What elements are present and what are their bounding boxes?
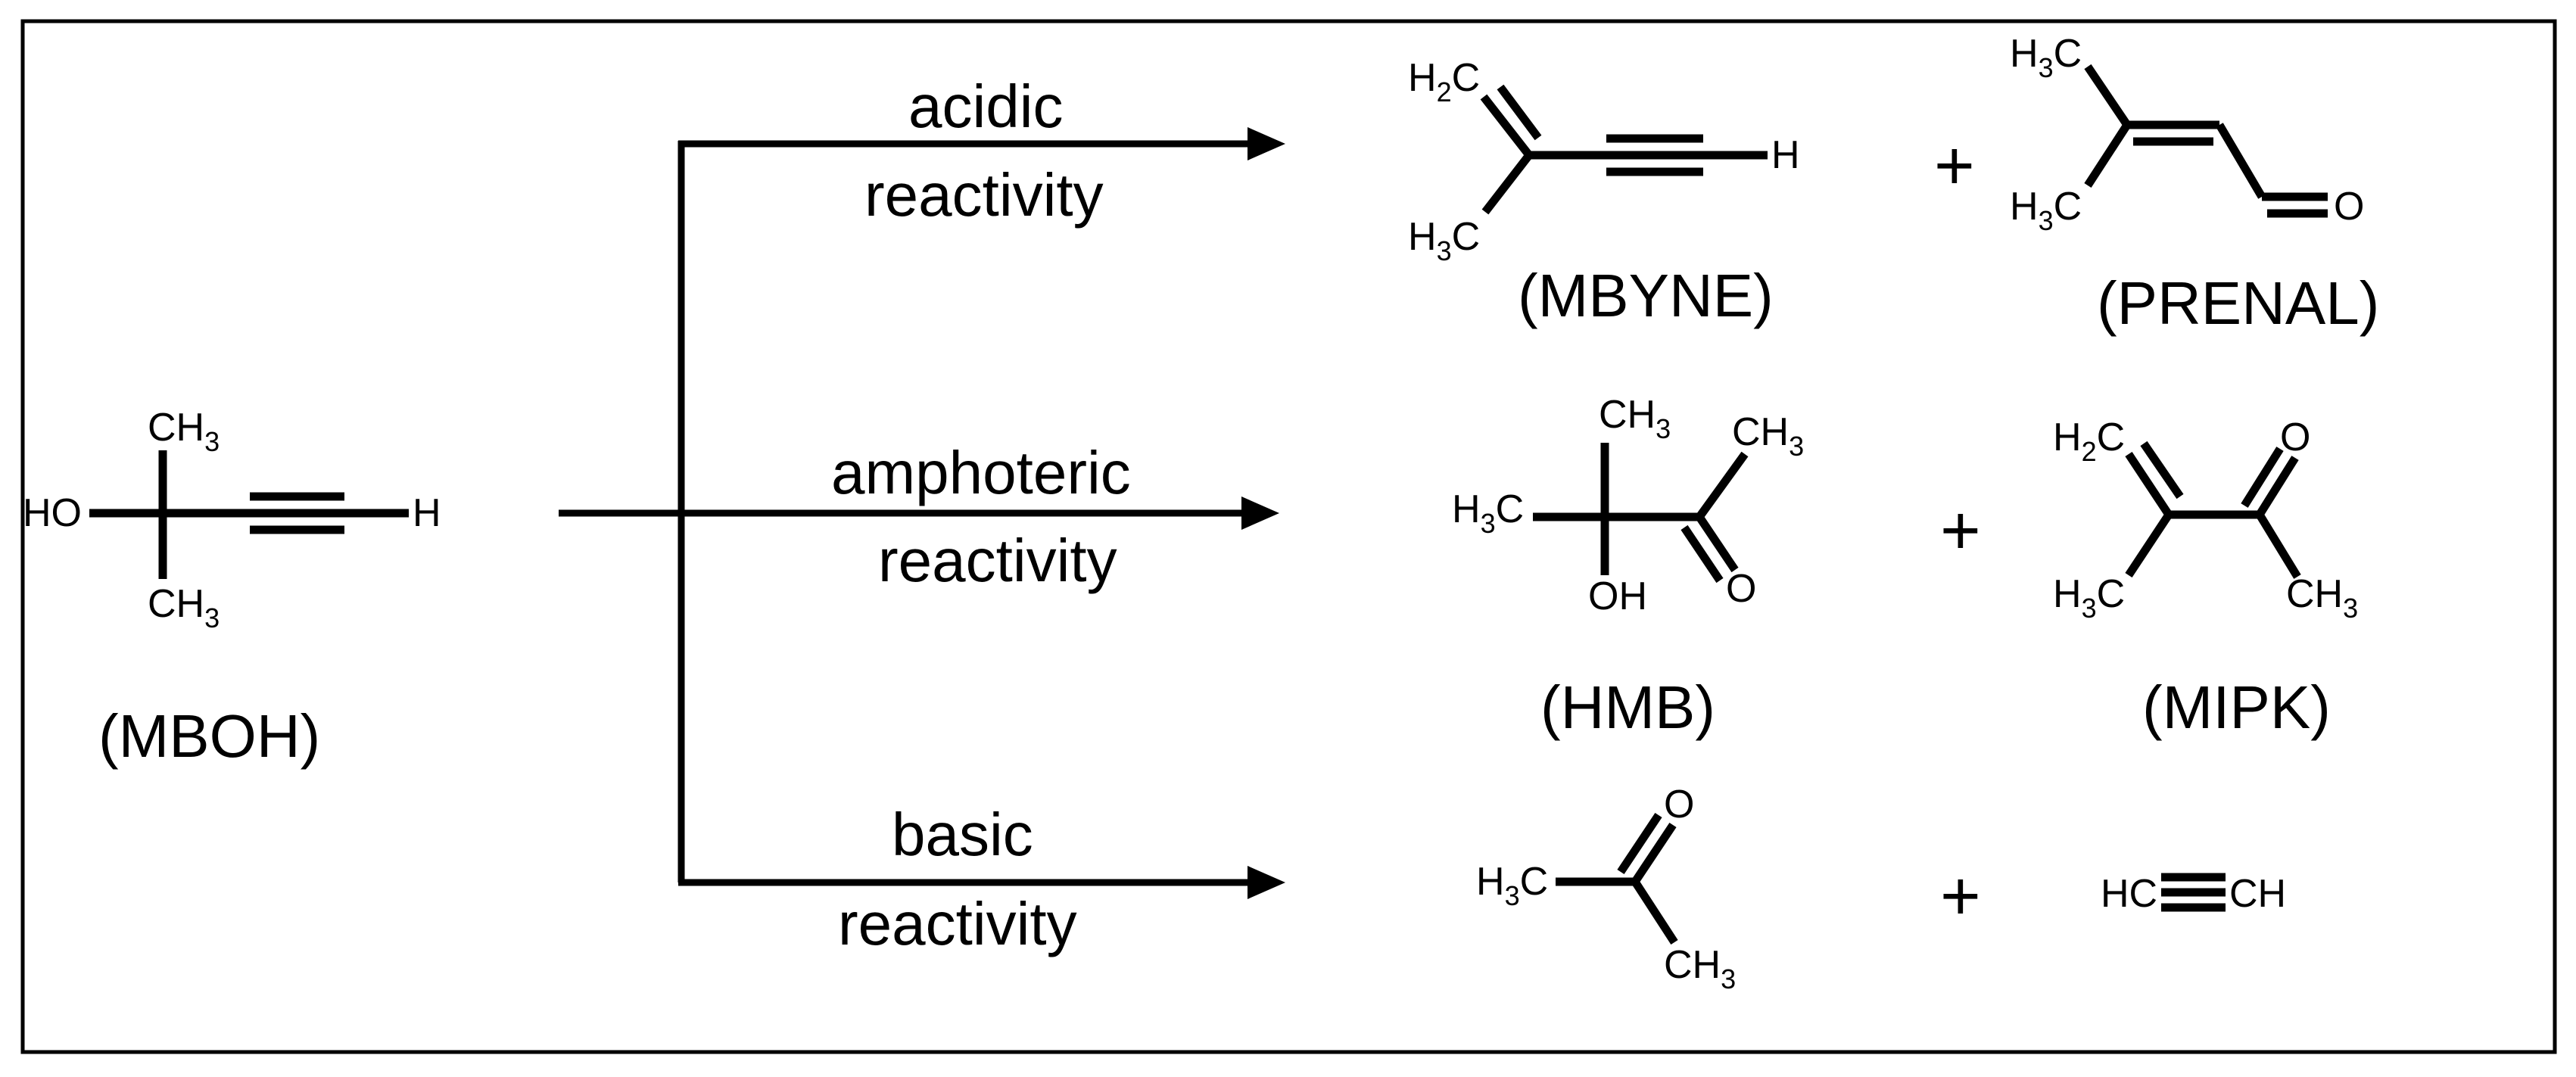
acetone-ch3: CH3	[1664, 943, 1736, 995]
plus-sign-basic: +	[1940, 858, 1981, 935]
acetone-co-1	[1631, 822, 1677, 885]
mbyne-double-2	[1497, 84, 1542, 141]
mipk-structure: H2C H3C O CH3	[2053, 416, 2358, 624]
acetone-o: O	[1664, 783, 1694, 826]
mipk-double-1	[2125, 451, 2173, 518]
mboh-structure: HO H CH3 CH3	[23, 406, 441, 633]
mbyne-structure: H2C H3C H	[1408, 56, 1800, 266]
mbyne-bond-ch3	[1481, 152, 1533, 215]
hmb-oh: OH	[1588, 574, 1647, 618]
mipk-double-2	[2140, 440, 2184, 500]
pathway-basic-line1: basic	[892, 801, 1033, 868]
mipk-h2c: H2C	[2053, 416, 2125, 467]
arrow-amphoteric-head	[1241, 496, 1279, 530]
acetone-structure: O H3C CH3	[1476, 783, 1736, 995]
acetone-co-2	[1617, 812, 1662, 875]
pathway-acidic-line1: acidic	[908, 73, 1064, 140]
mbyne-h2c: H2C	[1408, 56, 1480, 107]
prenal-h3c-top: H3C	[2010, 32, 2082, 83]
mbyne-double-1	[1480, 94, 1533, 158]
hmb-bond-ch3right	[1696, 451, 1749, 520]
pathway-basic-line2: reactivity	[838, 890, 1077, 957]
mboh-ho: HO	[23, 491, 82, 535]
hmb-ch3-right: CH3	[1732, 410, 1804, 462]
plus-sign-amphoteric: +	[1940, 492, 1981, 569]
branch-arrows	[559, 127, 1285, 899]
prenal-bond-ch3top	[2084, 64, 2131, 128]
acetone-bond-ch3	[1631, 879, 1678, 945]
prenal-bond-c-cho	[2216, 123, 2266, 199]
acetylene-ch: CH	[2229, 872, 2286, 916]
mipk-h3c: H3C	[2053, 572, 2125, 624]
mipk-bond-ch3left	[2125, 512, 2173, 578]
pathway-amphoteric-line1: amphoteric	[831, 439, 1131, 506]
hmb-ch3-top: CH3	[1599, 393, 1671, 444]
mipk-o: O	[2280, 416, 2310, 459]
pathway-amphoteric-line2: reactivity	[878, 527, 1117, 594]
acetylene-structure: HC CH	[2101, 872, 2286, 916]
prenal-label: (PRENAL)	[2097, 269, 2379, 337]
acetone-h3c: H3C	[1476, 860, 1548, 911]
prenal-bond-ch3bottom	[2084, 123, 2131, 188]
mbyne-label: (MBYNE)	[1518, 262, 1774, 329]
mipk-co-2	[2241, 447, 2284, 508]
mipk-co-1	[2256, 456, 2299, 517]
arrow-basic-head	[1248, 866, 1285, 899]
mbyne-h: H	[1771, 133, 1800, 177]
hmb-h3c: H3C	[1452, 487, 1524, 539]
mipk-label: (MIPK)	[2142, 674, 2331, 741]
frame-border	[20, 19, 2557, 1054]
hmb-o: O	[1726, 567, 1756, 611]
mbyne-h3c: H3C	[1408, 215, 1480, 266]
hmb-structure: CH3 H3C OH CH3 O	[1452, 393, 1804, 618]
mipk-bond-ch3right	[2256, 512, 2301, 579]
mboh-h: H	[413, 491, 441, 535]
plus-sign-acidic: +	[1934, 127, 1975, 204]
prenal-o: O	[2334, 185, 2364, 229]
arrow-acidic-head	[1248, 127, 1285, 160]
hmb-label: (HMB)	[1540, 674, 1715, 741]
hmb-co-1	[1696, 514, 1739, 573]
acetylene-hc: HC	[2101, 872, 2157, 916]
pathway-acidic-line2: reactivity	[864, 161, 1104, 229]
mboh-ch3-top: CH3	[148, 406, 220, 457]
mipk-ch3: CH3	[2286, 572, 2358, 624]
prenal-h3c-bottom: H3C	[2010, 185, 2082, 236]
mboh-ch3-bottom: CH3	[148, 582, 220, 633]
prenal-structure: H3C H3C O	[2010, 32, 2364, 236]
mboh-label: (MBOH)	[98, 702, 320, 770]
hmb-co-2	[1680, 524, 1724, 584]
